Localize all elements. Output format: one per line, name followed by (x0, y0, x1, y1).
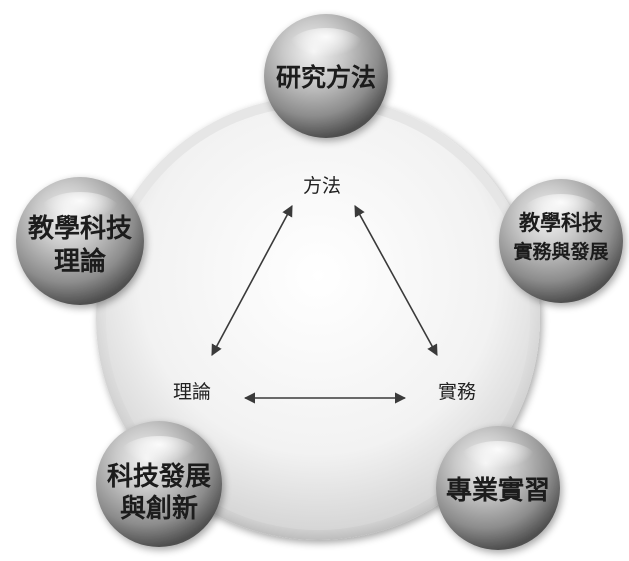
sphere-label-line1: 科技發展 (107, 462, 211, 492)
center-label-practice: 實務 (438, 381, 476, 403)
triangle-arrows (211, 205, 438, 404)
center-label-method: 方法 (303, 175, 341, 197)
sphere-professional-internship: 專業實習 (436, 426, 560, 550)
sphere-ed-tech-theory: 教學科技 理論 (16, 177, 144, 305)
sphere-label-line2: 理論 (54, 246, 107, 277)
sphere-label: 研究方法 (276, 63, 376, 92)
sphere-label-line2: 與創新 (120, 493, 198, 524)
arrow-method-practice (354, 205, 438, 356)
sphere-label-line2: 實務與發展 (513, 240, 608, 263)
sphere-tech-development-innovation: 科技發展 與創新 (96, 421, 222, 547)
sphere-label-line1: 教學科技 (28, 214, 132, 244)
sphere-ed-tech-practice: 教學科技 實務與發展 (499, 179, 623, 303)
sphere-label-line1: 教學科技 (519, 210, 604, 235)
arrow-method-theory (211, 205, 293, 356)
center-label-theory: 理論 (173, 381, 211, 403)
sphere-label: 專業實習 (446, 475, 550, 506)
sphere-research-methods: 研究方法 (264, 14, 388, 138)
